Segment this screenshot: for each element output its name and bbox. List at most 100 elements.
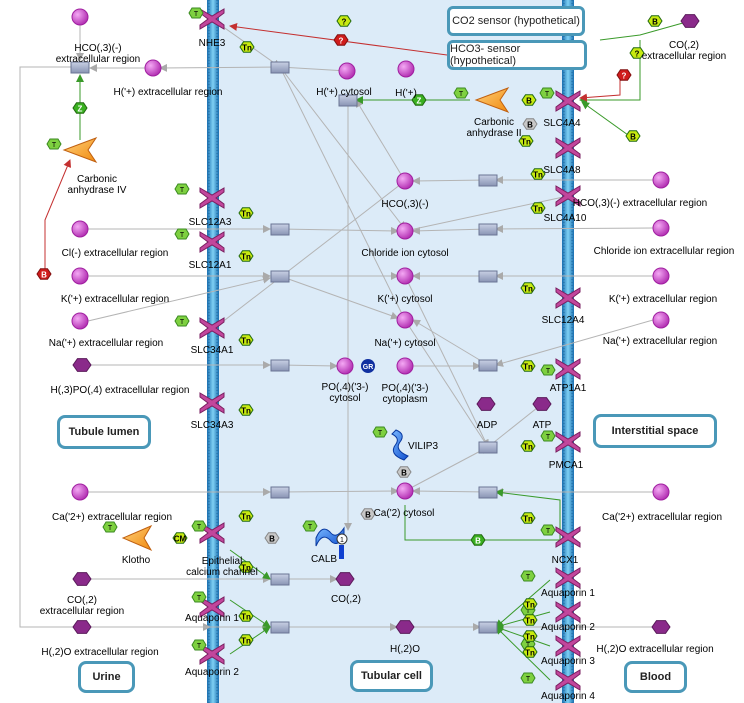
enzyme-icon-21[interactable] bbox=[121, 524, 153, 552]
transporter-icon-10[interactable] bbox=[555, 431, 581, 453]
species-node-3[interactable] bbox=[397, 60, 415, 78]
reaction-node-0[interactable] bbox=[70, 61, 90, 74]
red-q-badge-1 bbox=[616, 69, 632, 81]
species-label-19: ADP bbox=[476, 420, 498, 431]
reaction-node-15[interactable] bbox=[478, 621, 498, 634]
flow-edge-15 bbox=[279, 275, 399, 320]
transporter-icon-15[interactable] bbox=[555, 567, 581, 589]
transporter-icon-2[interactable] bbox=[555, 137, 581, 159]
t-tag-3 bbox=[539, 87, 555, 99]
vilip3-icon[interactable] bbox=[391, 429, 409, 461]
reaction-node-6[interactable] bbox=[270, 270, 290, 283]
reaction-node-12[interactable] bbox=[478, 486, 498, 499]
grey-b-badge-1-text: B bbox=[269, 535, 275, 544]
transporter-icon-14[interactable] bbox=[199, 643, 225, 665]
transporter-icon-11[interactable] bbox=[555, 526, 581, 548]
transporter-icon-8[interactable] bbox=[199, 392, 225, 414]
tn-badge-17-text: Tn bbox=[525, 617, 535, 626]
species-hex-24[interactable] bbox=[72, 572, 92, 586]
species-node-5[interactable] bbox=[396, 172, 414, 190]
reaction-node-13[interactable] bbox=[270, 573, 290, 586]
species-label-1: H('+) extracellular region bbox=[113, 87, 223, 98]
species-node-1[interactable] bbox=[144, 59, 162, 77]
enzyme-icon-19[interactable] bbox=[62, 136, 98, 164]
species-node-13[interactable] bbox=[71, 312, 89, 330]
transporter-icon-6[interactable] bbox=[555, 287, 581, 309]
species-node-10[interactable] bbox=[71, 267, 89, 285]
co2-sensor[interactable]: CO2 sensor (hypothetical) bbox=[447, 6, 585, 36]
transporter-icon-3[interactable] bbox=[555, 185, 581, 207]
t-tag-18 bbox=[520, 672, 536, 684]
reaction-node-1[interactable] bbox=[270, 61, 290, 74]
species-hex-26[interactable] bbox=[72, 620, 92, 634]
protein-label-15: Aquaporin 1 bbox=[541, 588, 595, 599]
reaction-node-10[interactable] bbox=[478, 441, 498, 454]
reaction-node-14[interactable] bbox=[270, 621, 290, 634]
transporter-icon-5[interactable] bbox=[199, 231, 225, 253]
transporter-icon-1[interactable] bbox=[555, 90, 581, 112]
species-node-9[interactable] bbox=[652, 219, 670, 237]
species-hex-19[interactable] bbox=[476, 397, 496, 411]
flow-edge-20 bbox=[412, 319, 489, 366]
tn-badge-9-text: Tn bbox=[523, 363, 533, 372]
transporter-icon-18[interactable] bbox=[555, 669, 581, 691]
flow-edge-17 bbox=[495, 224, 654, 233]
transporter-icon-16[interactable] bbox=[555, 601, 581, 623]
species-hex-28[interactable] bbox=[651, 620, 671, 634]
reaction-node-11[interactable] bbox=[270, 486, 290, 499]
transporter-icon-12[interactable] bbox=[199, 522, 225, 544]
species-hex-4[interactable] bbox=[680, 14, 700, 28]
species-node-7[interactable] bbox=[71, 220, 89, 238]
reaction-node-9[interactable] bbox=[478, 359, 498, 372]
reaction-node-8[interactable] bbox=[270, 359, 290, 372]
modifier-edge-2 bbox=[599, 19, 691, 41]
species-node-11[interactable] bbox=[396, 267, 414, 285]
protein-label-7: SLC34A1 bbox=[190, 345, 234, 356]
t-tag-8 bbox=[540, 430, 556, 442]
tn-badge-0-text: Tn bbox=[242, 44, 252, 53]
transporter-icon-7[interactable] bbox=[199, 317, 225, 339]
tn-badge-4 bbox=[238, 207, 254, 219]
tn-badge-1-text: Tn bbox=[521, 138, 531, 147]
reaction-node-4[interactable] bbox=[478, 223, 498, 236]
species-node-22[interactable] bbox=[396, 482, 414, 500]
species-hex-25[interactable] bbox=[335, 572, 355, 586]
species-node-2[interactable] bbox=[338, 62, 356, 80]
species-node-6[interactable] bbox=[652, 171, 670, 189]
species-hex-20[interactable] bbox=[532, 397, 552, 411]
t-tag-10 bbox=[302, 520, 318, 532]
reaction-node-2[interactable] bbox=[338, 94, 358, 107]
species-node-15[interactable] bbox=[652, 311, 670, 329]
species-node-8[interactable] bbox=[396, 222, 414, 240]
species-label-13: Na('+) extracellular region bbox=[48, 338, 164, 349]
species-node-23[interactable] bbox=[652, 483, 670, 501]
species-hex-27[interactable] bbox=[395, 620, 415, 634]
species-label-20: ATP bbox=[532, 420, 552, 431]
transporter-icon-4[interactable] bbox=[199, 187, 225, 209]
species-node-14[interactable] bbox=[396, 311, 414, 329]
species-node-18[interactable] bbox=[396, 357, 414, 375]
t-tag-text-3: T bbox=[545, 91, 550, 98]
transporter-icon-0[interactable] bbox=[199, 8, 225, 30]
protein-label-11: NCX1 bbox=[551, 555, 579, 566]
reaction-node-5[interactable] bbox=[270, 223, 290, 236]
hco3-sensor[interactable]: HCO3- sensor (hypothetical) bbox=[447, 40, 587, 70]
reaction-node-7[interactable] bbox=[478, 270, 498, 283]
species-node-17[interactable] bbox=[336, 357, 354, 375]
species-hex-16[interactable] bbox=[72, 358, 92, 372]
tn-badge-14 bbox=[238, 634, 254, 646]
flow-edge-39 bbox=[279, 66, 406, 230]
region-tubule-lumen: Tubule lumen bbox=[57, 415, 151, 449]
t-tag-14 bbox=[191, 639, 207, 651]
transporter-icon-17[interactable] bbox=[555, 635, 581, 657]
calb-bar bbox=[339, 545, 344, 559]
species-node-0[interactable] bbox=[71, 8, 89, 26]
t-tag-text-10: T bbox=[308, 524, 313, 531]
species-node-12[interactable] bbox=[652, 267, 670, 285]
species-label-9: Chloride ion extracellular region bbox=[593, 246, 735, 257]
transporter-icon-9[interactable] bbox=[555, 358, 581, 380]
transporter-icon-13[interactable] bbox=[199, 596, 225, 618]
enzyme-icon-20[interactable] bbox=[474, 86, 510, 114]
species-node-21[interactable] bbox=[71, 483, 89, 501]
reaction-node-3[interactable] bbox=[478, 174, 498, 187]
